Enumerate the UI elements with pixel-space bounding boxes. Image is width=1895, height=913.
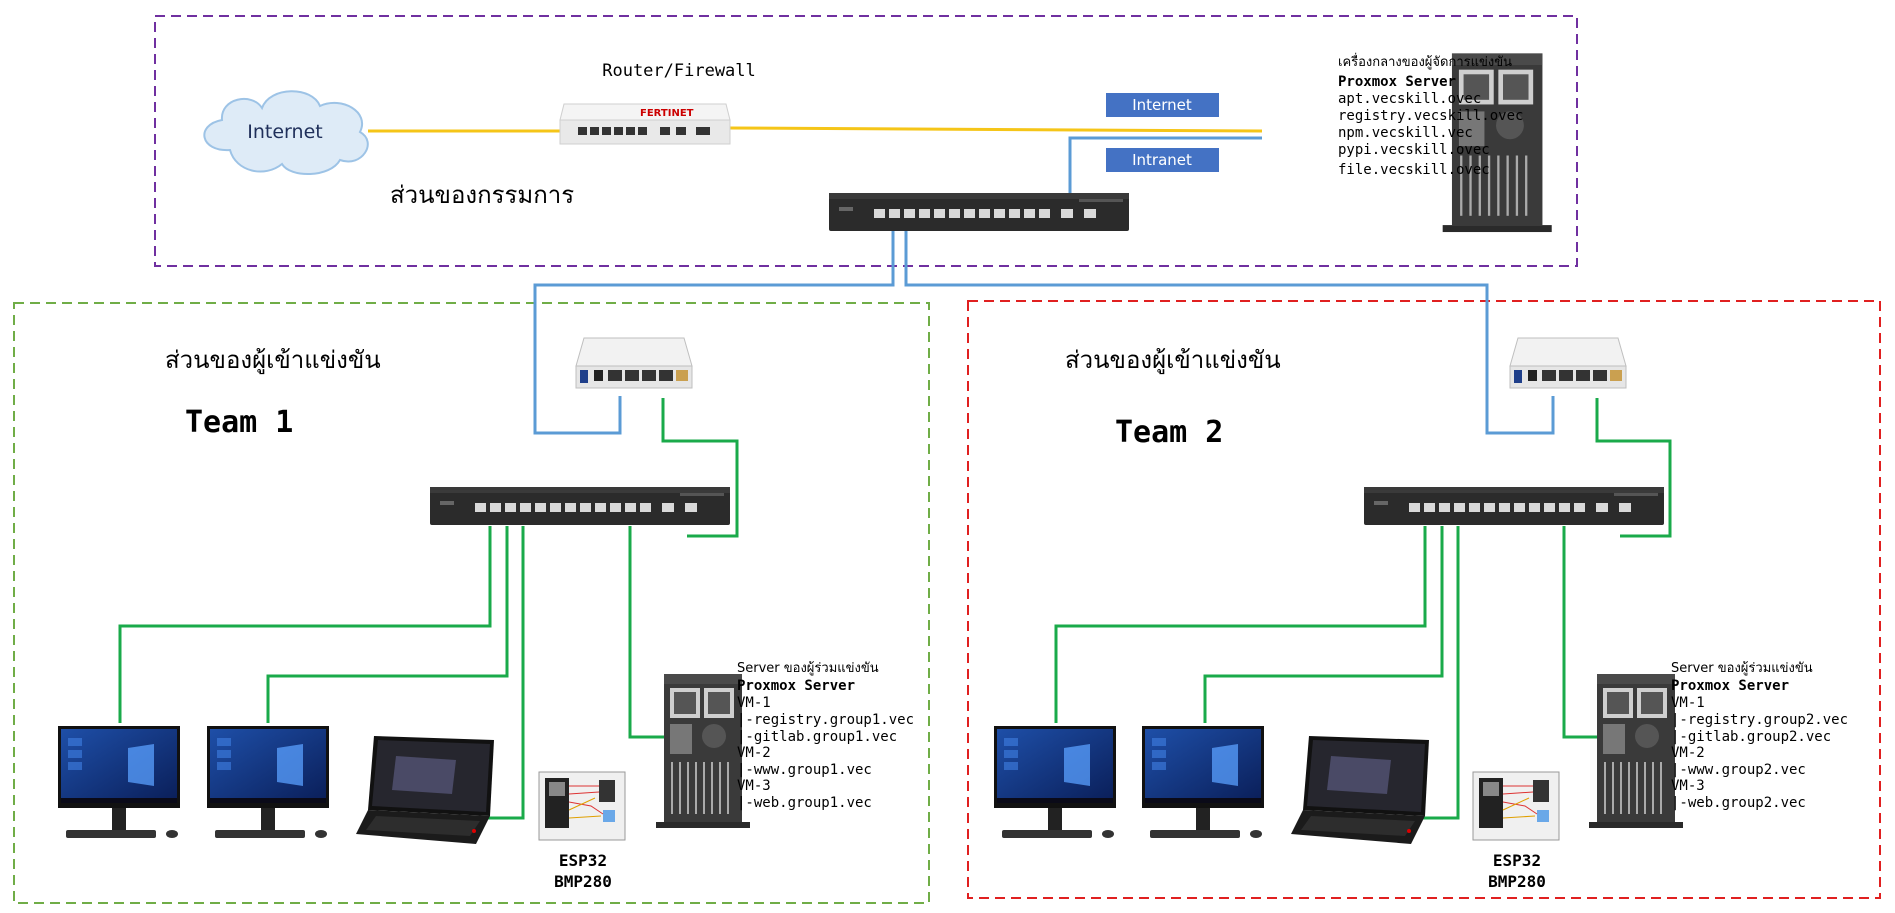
team1-vm-line: VM-3	[737, 778, 771, 794]
team2-vm-line: VM-1	[1671, 695, 1705, 711]
intranet-tag-label: Intranet	[1132, 151, 1192, 169]
team2-server-name: Proxmox Server	[1671, 678, 1789, 694]
judges-section-label: ส่วนของกรรมการ	[390, 181, 574, 209]
team2-vm-line: VM-3	[1671, 778, 1705, 794]
link-team1-switch-server	[628, 526, 664, 739]
link-core-team2-router	[904, 224, 1555, 435]
internet-cloud-label: Internet	[247, 121, 322, 143]
link-team2-router-switch	[1595, 398, 1672, 538]
team1-label: Team 1	[185, 405, 293, 440]
team2-vm-line: VM-2	[1671, 745, 1705, 761]
link-team2-switch-laptop	[1413, 526, 1460, 820]
team1-server-name: Proxmox Server	[737, 678, 855, 694]
team2-pc1-icon	[994, 726, 1116, 838]
team2-iot-line: BMP280	[1488, 872, 1546, 891]
team1-esp32-board-icon	[538, 771, 626, 841]
team2-server-title: Server ของผู้ร่วมแข่งขัน	[1671, 661, 1813, 676]
intranet-tag-box	[1106, 148, 1219, 172]
team1-vm-line: VM-1	[737, 695, 771, 711]
judges-server-line: file.vecskill.ovec	[1338, 162, 1490, 178]
team2-server-tower-icon	[1588, 673, 1684, 829]
team2-iot-line: ESP32	[1493, 851, 1541, 870]
team2-section-border	[967, 300, 1881, 899]
judges-server-line: pypi.vecskill.ovec	[1338, 142, 1490, 158]
team1-server-title: Server ของผู้ร่วมแข่งขัน	[737, 661, 879, 676]
team2-section-label: ส่วนของผู้เข้าแข่งขัน	[1065, 346, 1281, 375]
judges-server-line: apt.vecskill.ovec	[1338, 91, 1481, 107]
team1-vm-line: |-gitlab.group1.vec	[737, 729, 897, 745]
internet-cloud-icon	[203, 90, 369, 176]
team1-laptop-icon	[356, 736, 494, 844]
team2-label: Team 2	[1115, 415, 1223, 450]
team1-vm-line: |-registry.group1.vec	[737, 712, 914, 728]
team1-server-tower-icon	[655, 673, 751, 829]
link-team1-switch-pc2	[266, 526, 509, 723]
team1-section-label: ส่วนของผู้เข้าแข่งขัน	[165, 346, 381, 375]
team1-switch-icon	[430, 487, 730, 525]
team2-esp32-board-icon	[1472, 771, 1560, 841]
link-team1-switch-pc1	[118, 526, 492, 723]
link-team1-switch-laptop	[478, 526, 525, 820]
team1-vm-line: |-web.group1.vec	[737, 795, 872, 811]
link-core-team1-router	[533, 224, 895, 435]
team1-router-icon	[575, 337, 693, 389]
router-label: Router/Firewall	[602, 61, 756, 81]
judges-server-line: npm.vecskill.vec	[1338, 125, 1473, 141]
team2-vm-line: |-gitlab.group2.vec	[1671, 729, 1831, 745]
judges-server-name: Proxmox Server	[1338, 74, 1456, 90]
team1-pc2-icon	[207, 726, 329, 838]
link-team2-switch-pc1	[1054, 526, 1427, 723]
team2-vm-line: |-registry.group2.vec	[1671, 712, 1848, 728]
core-switch-icon	[829, 193, 1129, 231]
internet-tag-label: Internet	[1132, 96, 1192, 114]
team1-iot-line: BMP280	[554, 872, 612, 891]
team1-section-border	[13, 302, 930, 904]
team2-router-icon	[1509, 337, 1627, 389]
team1-vm-line: VM-2	[737, 745, 771, 761]
team2-vm-line: |-web.group2.vec	[1671, 795, 1806, 811]
team2-pc2-icon	[1142, 726, 1264, 838]
link-team1-router-switch	[661, 398, 739, 538]
judges-server-title: เครื่องกลางของผู้จัดการแข่งขัน	[1338, 53, 1512, 70]
svg-text:FERTINET: FERTINET	[640, 108, 694, 119]
internet-tag-box	[1106, 93, 1219, 117]
fortinet-router-icon: FERTINET	[559, 103, 731, 145]
team2-laptop-icon	[1291, 736, 1429, 844]
team2-vm-line: |-www.group2.vec	[1671, 762, 1806, 778]
judges-section-border	[154, 15, 1578, 267]
link-router-server	[729, 126, 1263, 133]
team1-iot-line: ESP32	[559, 851, 607, 870]
link-team2-switch-server	[1562, 526, 1597, 739]
team2-switch-icon	[1364, 487, 1664, 525]
link-team2-switch-pc2	[1203, 526, 1444, 723]
team1-vm-line: |-www.group1.vec	[737, 762, 872, 778]
team1-pc1-icon	[58, 726, 180, 838]
judges-server-line: registry.vecskill.ovec	[1338, 108, 1523, 124]
